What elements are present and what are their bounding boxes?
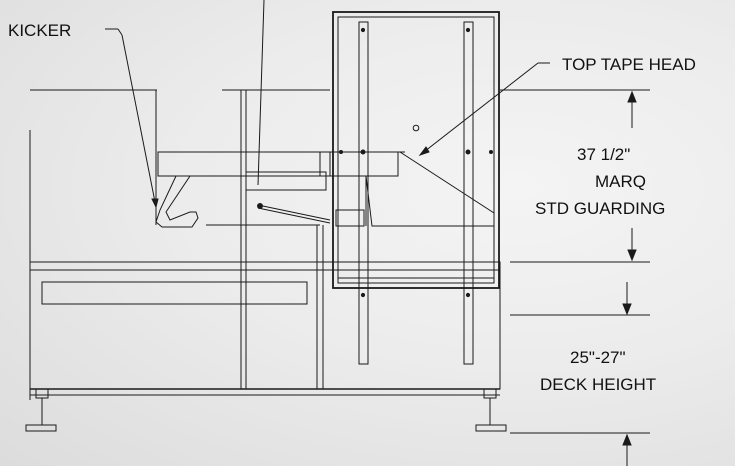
deck-height-value: 25"-27" (570, 348, 626, 367)
top-tape-head-label: TOP TAPE HEAD (562, 55, 696, 74)
guarding-brand-label: MARQ (595, 172, 646, 191)
kicker-label: KICKER (8, 21, 72, 40)
guarding-height-value: 37 1/2" (577, 145, 631, 164)
actuator-arm (245, 0, 365, 227)
dimension-lines (510, 90, 650, 466)
upper-reference-lines (29, 89, 650, 400)
top-tape-head (329, 62, 550, 227)
guarding-type-label: STD GUARDING (535, 199, 666, 218)
kicker-mechanism (105, 28, 199, 228)
leveling-feet (25, 388, 507, 432)
deck-height-label: DECK HEIGHT (540, 375, 657, 394)
std-guarding-frame (332, 11, 500, 365)
machine-frame (29, 90, 501, 396)
